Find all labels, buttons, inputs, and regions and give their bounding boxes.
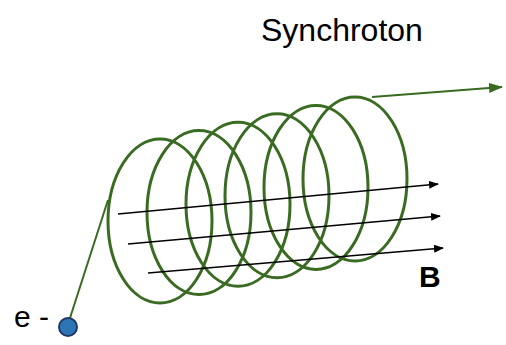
particle-label: e - <box>14 302 49 332</box>
helix-loop <box>303 97 407 261</box>
electron-dot <box>59 318 77 336</box>
helix-loop <box>264 105 368 269</box>
diagram-title: Synchroton <box>261 14 423 46</box>
field-arrows <box>118 184 443 273</box>
field-label: B <box>419 262 441 292</box>
helix-loop <box>108 139 212 303</box>
helix-loop <box>147 131 251 295</box>
exit-path <box>372 87 502 97</box>
entry-path <box>70 200 108 318</box>
